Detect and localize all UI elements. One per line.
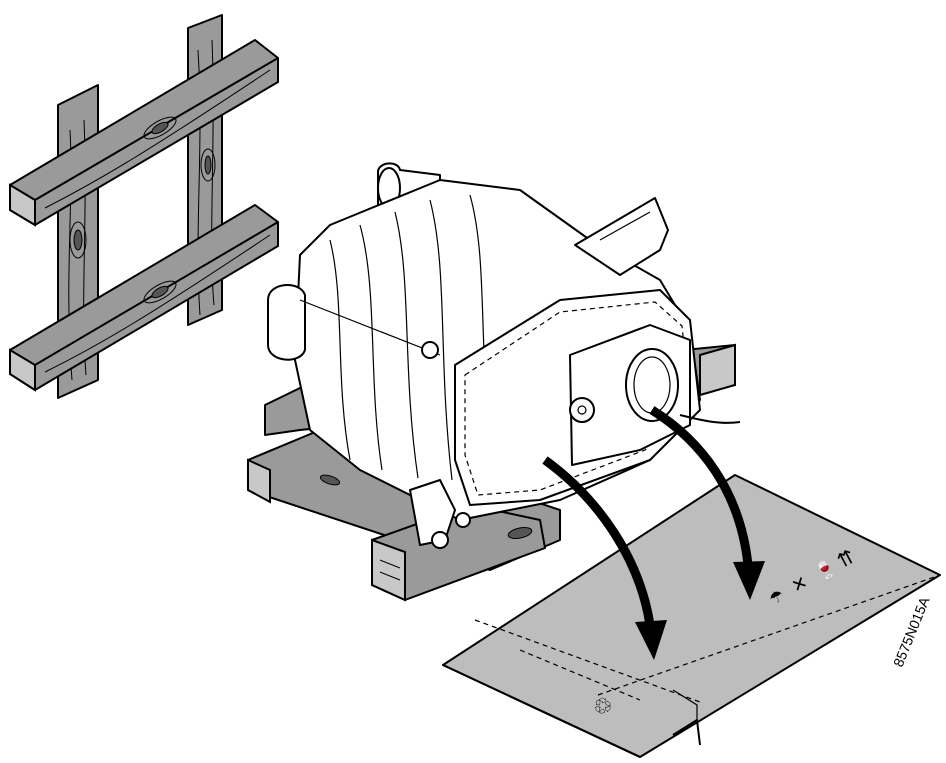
figure-code: 8575N015A: [890, 594, 933, 669]
wooden-frame: [9, 14, 279, 399]
removal-arrows: [542, 406, 765, 660]
arrow-left: [542, 456, 655, 626]
boiler-unit: [267, 162, 741, 549]
arrow-right: [649, 406, 753, 566]
cardboard-sheet: ♲ ☂ ✕ 🍷 ⇈: [442, 474, 941, 758]
